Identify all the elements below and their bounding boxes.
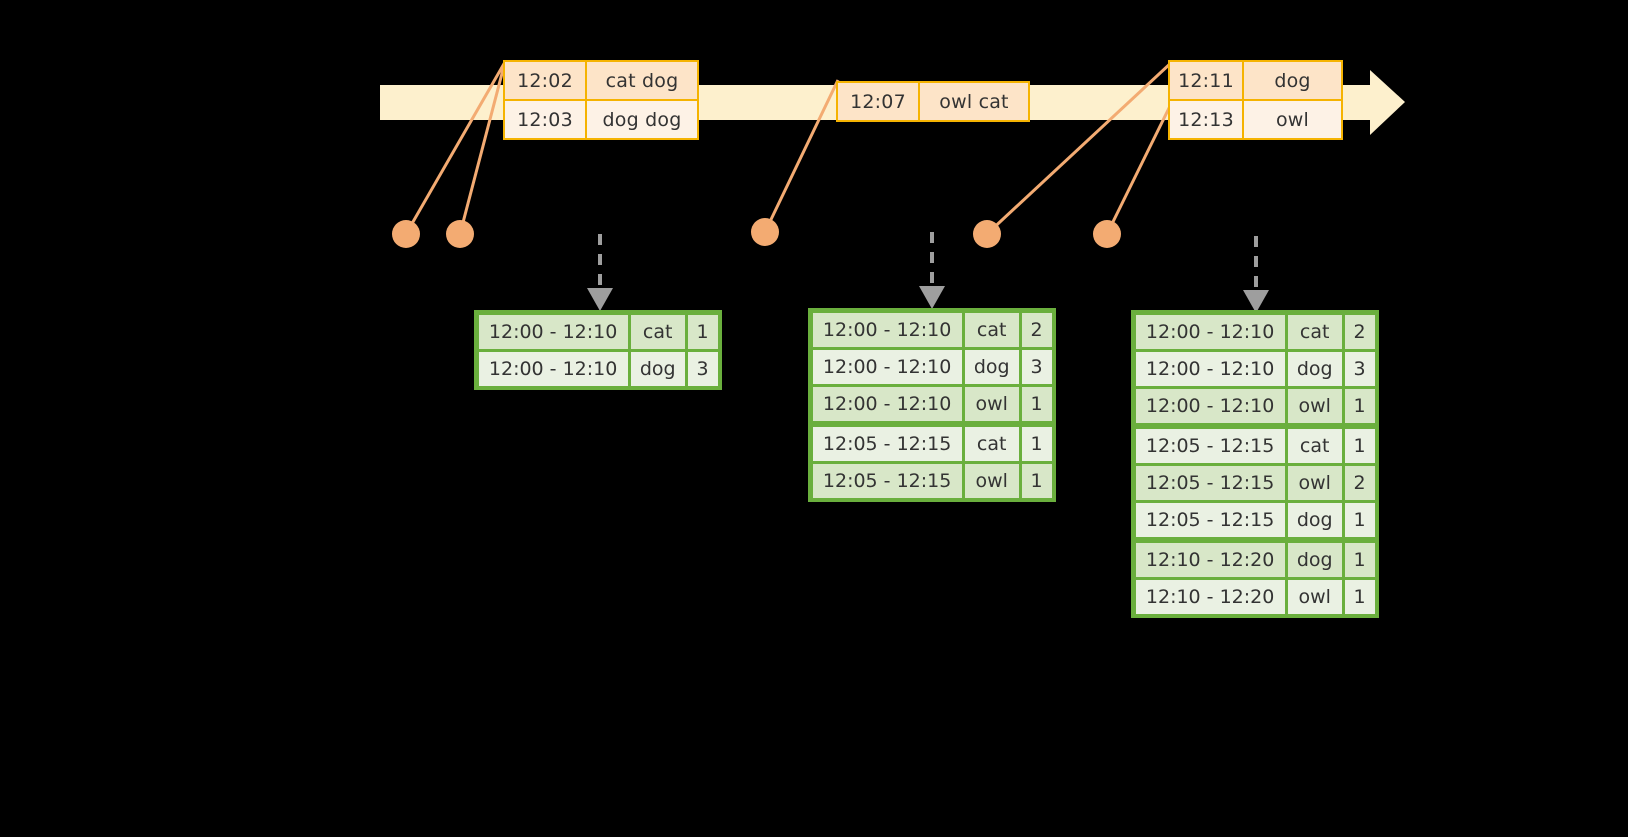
- event-row[interactable]: 12:03 dog dog: [505, 99, 697, 138]
- table-cell-word: owl: [964, 463, 1019, 498]
- connector-line-5: [1105, 101, 1174, 235]
- connector-dot-2: [446, 220, 474, 248]
- event-time: 12:02: [505, 62, 587, 99]
- table-cell-window: 12:00 - 12:10: [812, 386, 962, 421]
- table-cell-window: 12:10 - 12:20: [1135, 579, 1285, 614]
- table-cell-window: 12:05 - 12:15: [1135, 465, 1285, 500]
- table-cell-window: 12:00 - 12:10: [478, 351, 628, 386]
- table-cell-word: owl: [964, 386, 1019, 421]
- table-cell-word: dog: [630, 351, 685, 386]
- event-row[interactable]: 12:07 owl cat: [838, 83, 1028, 120]
- connector-dot-4: [973, 220, 1001, 248]
- event-time: 12:07: [838, 83, 920, 120]
- event-words: dog: [1244, 62, 1341, 99]
- event-time: 12:03: [505, 101, 587, 138]
- event-group-2[interactable]: 12:07 owl cat: [836, 81, 1030, 122]
- table-cell-word: cat: [964, 426, 1019, 461]
- table-cell-window: 12:00 - 12:10: [478, 314, 628, 349]
- table-cell-window: 12:00 - 12:10: [1135, 314, 1285, 349]
- table-cell-window: 12:05 - 12:15: [812, 426, 962, 461]
- table-cell-word: cat: [964, 312, 1019, 347]
- table-cell-window: 12:05 - 12:15: [1135, 428, 1285, 463]
- table-cell-count: 1: [1344, 502, 1375, 537]
- table-cell-word: owl: [1287, 388, 1342, 423]
- table-cell-window: 12:10 - 12:20: [1135, 542, 1285, 577]
- event-row[interactable]: 12:13 owl: [1170, 99, 1341, 138]
- event-words: cat dog: [587, 62, 697, 99]
- table-cell-count: 1: [1344, 579, 1375, 614]
- table-cell-word: dog: [1287, 542, 1342, 577]
- table-cell-window: 12:00 - 12:10: [1135, 351, 1285, 386]
- table-cell-count: 1: [1021, 386, 1052, 421]
- flow-arrow-head-2: [919, 286, 945, 309]
- table-cell-count: 1: [1344, 428, 1375, 463]
- connector-dot-3: [751, 218, 779, 246]
- event-row[interactable]: 12:11 dog: [1170, 62, 1341, 99]
- table-cell-word: owl: [1287, 579, 1342, 614]
- table-cell-count: 3: [687, 351, 718, 386]
- table-cell-count: 1: [1344, 388, 1375, 423]
- table-cell-word: dog: [1287, 502, 1342, 537]
- event-words: dog dog: [587, 101, 697, 138]
- table-cell-count: 1: [1021, 426, 1052, 461]
- table-cell-window: 12:05 - 12:15: [812, 463, 962, 498]
- event-group-3[interactable]: 12:11 dog 12:13 owl: [1168, 60, 1343, 140]
- event-row[interactable]: 12:02 cat dog: [505, 62, 697, 99]
- connector-dot-5: [1093, 220, 1121, 248]
- table-cell-count: 2: [1344, 465, 1375, 500]
- event-time: 12:13: [1170, 101, 1244, 138]
- table-cell-word: owl: [1287, 465, 1342, 500]
- event-group-1[interactable]: 12:02 cat dog 12:03 dog dog: [503, 60, 699, 140]
- table-cell-count: 1: [1021, 463, 1052, 498]
- table-cell-window: 12:00 - 12:10: [812, 349, 962, 384]
- table-cell-word: dog: [964, 349, 1019, 384]
- table-cell-word: dog: [1287, 351, 1342, 386]
- table-cell-word: cat: [1287, 314, 1342, 349]
- table-cell-count: 2: [1021, 312, 1052, 347]
- table-cell-count: 3: [1344, 351, 1375, 386]
- table-cell-count: 2: [1344, 314, 1375, 349]
- event-words: owl cat: [920, 83, 1028, 120]
- table-cell-count: 1: [687, 314, 718, 349]
- connector-dot-1: [392, 220, 420, 248]
- flow-arrow-head-1: [587, 288, 613, 311]
- event-words: owl: [1244, 101, 1341, 138]
- table-cell-window: 12:00 - 12:10: [812, 312, 962, 347]
- table-cell-window: 12:05 - 12:15: [1135, 502, 1285, 537]
- table-cell-word: cat: [1287, 428, 1342, 463]
- table-cell-count: 3: [1021, 349, 1052, 384]
- table-cell-count: 1: [1344, 542, 1375, 577]
- table-cell-word: cat: [630, 314, 685, 349]
- event-time: 12:11: [1170, 62, 1244, 99]
- table-cell-window: 12:00 - 12:10: [1135, 388, 1285, 423]
